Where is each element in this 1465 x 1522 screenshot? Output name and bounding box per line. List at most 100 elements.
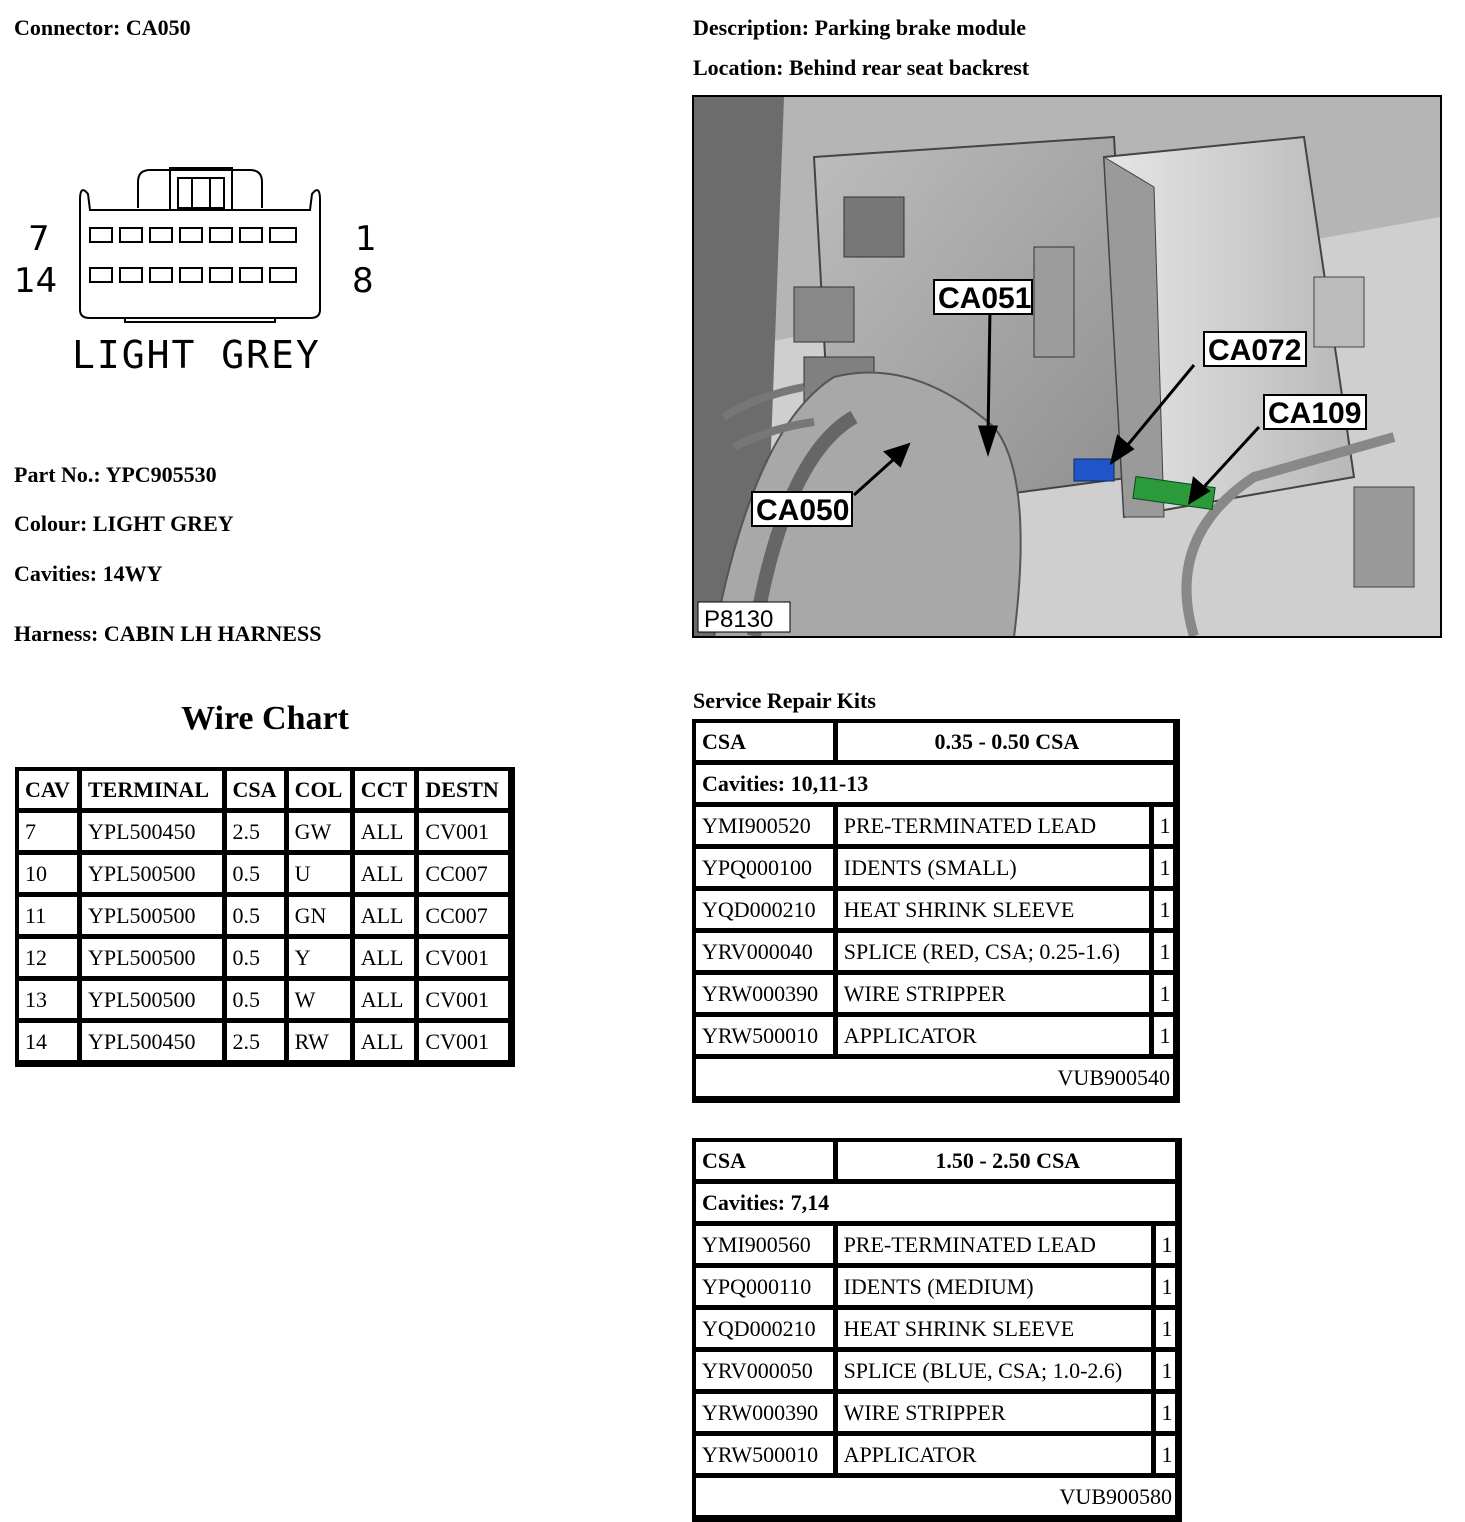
kit-part-number: YRW500010 bbox=[695, 1435, 837, 1477]
wire-chart-cell: ALL bbox=[353, 812, 419, 854]
callout-ca050: CA050 bbox=[756, 494, 849, 527]
harness-value: CABIN LH HARNESS bbox=[103, 621, 322, 646]
kit-part-qty: 1 bbox=[1155, 1267, 1179, 1309]
wire-chart-cell: YPL500500 bbox=[80, 896, 226, 938]
wire-chart-col-header: CSA bbox=[225, 770, 288, 812]
kit-part-number: YRV000040 bbox=[695, 932, 837, 974]
kit-csa-label: CSA bbox=[695, 1141, 837, 1183]
kit-part-number: YRW500010 bbox=[695, 1016, 837, 1058]
cavities-line: Cavities: 14WY bbox=[14, 561, 163, 586]
kit-part-description: IDENTS (SMALL) bbox=[836, 848, 1153, 890]
wire-chart-cell: CV001 bbox=[418, 1022, 512, 1064]
connector-cavity bbox=[209, 227, 233, 243]
part-no-line: Part No.: YPC905530 bbox=[14, 462, 217, 487]
kit-part-description: APPLICATOR bbox=[836, 1016, 1153, 1058]
wire-chart-cell: CV001 bbox=[418, 980, 512, 1022]
kit-code-row: VUB900580 bbox=[695, 1477, 1179, 1519]
kit-part-number: YQD000210 bbox=[695, 890, 837, 932]
kit-part-number: YMI900520 bbox=[695, 806, 837, 848]
wire-chart-title: Wire Chart bbox=[181, 700, 349, 737]
wire-chart-cell: Y bbox=[287, 938, 354, 980]
kit-part-number: YRW000390 bbox=[695, 1393, 837, 1435]
connector-cavity bbox=[209, 267, 233, 283]
wire-chart-cell: YPL500500 bbox=[80, 854, 226, 896]
service-kits-title: Service Repair Kits bbox=[693, 688, 876, 713]
wire-chart-cell: 7 bbox=[18, 812, 81, 854]
wire-chart-cell: ALL bbox=[353, 1022, 419, 1064]
connector-heading: Connector: CA050 bbox=[14, 15, 191, 40]
wire-chart-cell: ALL bbox=[353, 980, 419, 1022]
wire-chart-cell: YPL500450 bbox=[80, 1022, 226, 1064]
wire-chart-cell: CV001 bbox=[418, 938, 512, 980]
kit-code: VUB900580 bbox=[695, 1477, 1179, 1519]
wire-chart-col-header: CAV bbox=[18, 770, 81, 812]
wire-chart-cell: U bbox=[287, 854, 354, 896]
part-no-value: YPC905530 bbox=[105, 462, 217, 487]
wire-chart-col-header: COL bbox=[287, 770, 354, 812]
wire-chart-cell: 0.5 bbox=[225, 938, 288, 980]
pin-label-1: 1 bbox=[355, 219, 377, 259]
kit-code: VUB900540 bbox=[695, 1058, 1177, 1100]
kit-cavities-row: Cavities: 7,14 bbox=[695, 1183, 1179, 1225]
pin-label-8: 8 bbox=[352, 261, 374, 301]
kit-cavities: Cavities: 7,14 bbox=[695, 1183, 1179, 1225]
wire-chart-cell: 0.5 bbox=[225, 854, 288, 896]
wire-chart-cell: 11 bbox=[18, 896, 81, 938]
connector-cavity bbox=[239, 267, 263, 283]
kit-part-description: SPLICE (BLUE, CSA; 1.0-2.6) bbox=[836, 1351, 1155, 1393]
description-value: Parking brake module bbox=[814, 15, 1027, 40]
kit-part-description: PRE-TERMINATED LEAD bbox=[836, 806, 1153, 848]
kit-csa-value: 1.50 - 2.50 CSA bbox=[836, 1141, 1179, 1183]
kit-code-row: VUB900540 bbox=[695, 1058, 1177, 1100]
connector-cavity bbox=[239, 227, 263, 243]
kit-part-description: HEAT SHRINK SLEEVE bbox=[836, 890, 1153, 932]
wire-chart-cell: YPL500500 bbox=[80, 980, 226, 1022]
kit-part-qty: 1 bbox=[1155, 1351, 1179, 1393]
wire-chart-cell: YPL500450 bbox=[80, 812, 226, 854]
connector-cavity bbox=[269, 267, 297, 283]
kit-part-description: WIRE STRIPPER bbox=[836, 1393, 1155, 1435]
kit-part-qty: 1 bbox=[1153, 890, 1177, 932]
wire-chart-cell: YPL500500 bbox=[80, 938, 226, 980]
wire-chart-cell: RW bbox=[287, 1022, 354, 1064]
connector-cavity bbox=[269, 227, 297, 243]
pin-label-14: 14 bbox=[14, 261, 57, 301]
callout-ca051: CA051 bbox=[938, 282, 1031, 315]
location-photo: CA051 CA072 CA109 CA050 P8130 bbox=[692, 95, 1442, 638]
figure-id: P8130 bbox=[704, 606, 773, 633]
kit-csa-value: 0.35 - 0.50 CSA bbox=[836, 722, 1177, 764]
wire-chart-col-header: TERMINAL bbox=[80, 770, 226, 812]
connector-cavity bbox=[89, 227, 113, 243]
wire-chart-cell: W bbox=[287, 980, 354, 1022]
kit-part-qty: 1 bbox=[1153, 806, 1177, 848]
kit-part-qty: 1 bbox=[1155, 1309, 1179, 1351]
kit-cavities-row: Cavities: 10,11-13 bbox=[695, 764, 1177, 806]
wire-chart-cell: ALL bbox=[353, 896, 419, 938]
kit-part-number: YRV000050 bbox=[695, 1351, 837, 1393]
kit-part-qty: 1 bbox=[1153, 974, 1177, 1016]
wire-chart-col-header: DESTN bbox=[418, 770, 512, 812]
kit-part-qty: 1 bbox=[1153, 932, 1177, 974]
connector-cavity bbox=[149, 267, 173, 283]
description-heading: Description: Parking brake module bbox=[693, 15, 1027, 40]
kit-part-number: YPQ000100 bbox=[695, 848, 837, 890]
wire-chart-cell: 2.5 bbox=[225, 812, 288, 854]
connector-cavity bbox=[119, 267, 143, 283]
kit-part-number: YMI900560 bbox=[695, 1225, 837, 1267]
kit-csa-label: CSA bbox=[695, 722, 837, 764]
connector-cavity bbox=[179, 267, 203, 283]
